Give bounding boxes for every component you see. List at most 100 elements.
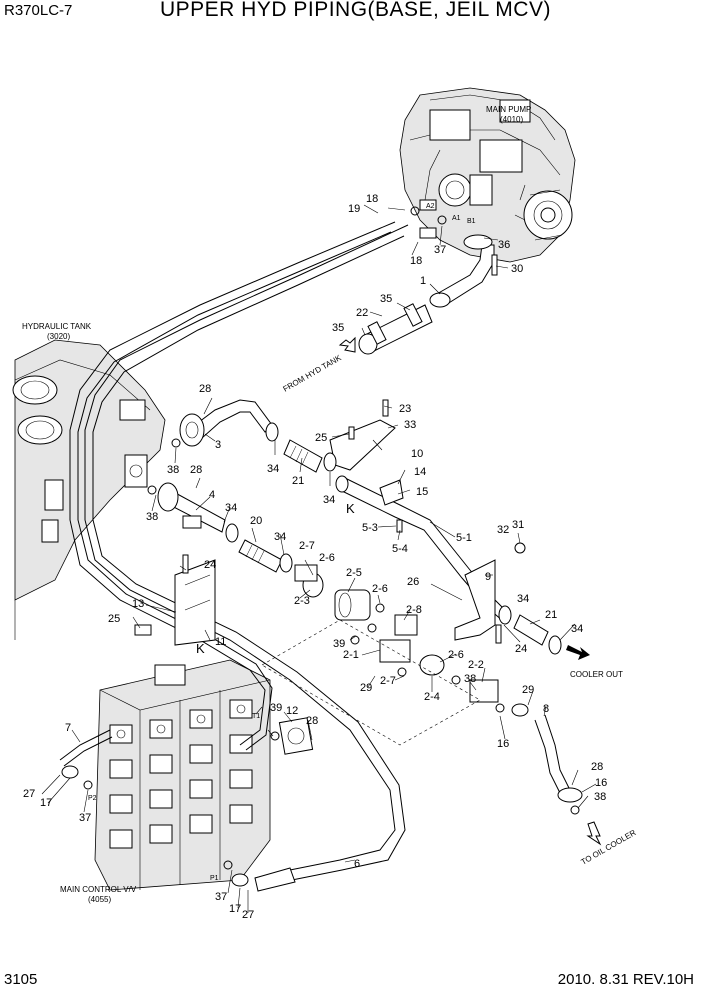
suction-hose-22 [358,303,433,355]
callout-number: 38 [464,673,476,685]
callout-number: 2-6 [372,583,388,595]
callout-number: 25 [108,613,120,625]
cooler-out-arrow [566,645,590,660]
callout-number: 2-7 [380,675,396,687]
callout-number: 8 [543,703,549,715]
connector-k-label: K [346,501,355,516]
callout-number: 16 [595,777,607,789]
callout-number: 4 [209,489,215,501]
callout-number: 28 [199,383,211,395]
port-p2-label: P2 [88,795,97,802]
hydraulic-tank-drawing [12,339,166,640]
callout-number: 37 [215,891,227,903]
callout-number: 5-1 [456,532,472,544]
callout-number: 17 [229,903,241,915]
main-pump-code: (4010) [500,115,523,124]
pipe-8 [534,714,583,803]
hydraulic-tank-label: HYDRAULIC TANK [22,322,92,331]
leader-lines [41,204,597,913]
pipe-4 [157,482,226,533]
callout-number: 35 [380,293,392,305]
callout-number: 19 [348,203,360,215]
callout-number: 34 [267,463,279,475]
callout-number: 38 [146,511,158,523]
callout-number: 6 [354,858,360,870]
page-title: UPPER HYD PIPING(BASE, JEIL MCV) [160,0,551,21]
from-hyd-tank-arrow [338,336,356,353]
callout-number: 26 [407,576,419,588]
valve-2-dashed-area [261,619,481,746]
hydraulic-tank-code: (3020) [47,332,70,341]
callout-number: 38 [594,791,606,803]
cooler-out-label: COOLER OUT [570,670,623,679]
callout-number: 2-5 [346,567,362,579]
callout-number: 17 [40,797,52,809]
main-pump-label: MAIN PUMP [486,105,531,114]
hose-segments [238,439,549,646]
callout-number: 39 [270,702,282,714]
callout-number: 28 [306,715,318,727]
callout-number: 34 [517,593,529,605]
valve-assembly-2 [294,564,499,703]
callout-number: 2-1 [343,649,359,661]
port-p1-label: P1 [210,875,219,882]
from-hyd-tank-label: FROM HYD TANK [282,353,344,394]
callout-number: 39 [333,638,345,650]
callout-number: 34 [225,502,237,514]
callout-number: 35 [332,322,344,334]
callout-number: 29 [360,682,372,694]
callout-number: 25 [315,432,327,444]
callout-number: 15 [416,486,428,498]
callout-number: 36 [498,239,510,251]
to-oil-cooler-arrow [586,821,602,846]
callout-number: 28 [190,464,202,476]
callout-number: 5-3 [362,522,378,534]
callout-number: 34 [571,623,583,635]
callout-number: 23 [399,403,411,415]
callout-number: 27 [242,909,254,921]
callout-number: 2-6 [319,552,335,564]
callout-number: 31 [512,519,524,531]
callout-number: 29 [522,684,534,696]
connector-k-label: K [196,641,205,656]
main-pump-drawing [399,87,576,263]
pump-regulator-block [429,109,471,141]
revision-date: 2010. 8.31 REV.10H [557,971,694,988]
callout-number: 16 [497,738,509,750]
pipe-3 [179,399,273,447]
callout-number: 34 [274,531,286,543]
callout-number: 2-6 [448,649,464,661]
callout-number: 11 [215,636,226,648]
flow-arrows [338,336,602,846]
callout-number: 38 [167,464,179,476]
callout-number: 7 [65,722,71,734]
callout-number: 1 [420,275,426,287]
port-t1-label: T1 [252,713,260,720]
callout-number: 20 [250,515,262,527]
callout-number: 14 [414,466,426,478]
main-control-valve-drawing [94,659,271,891]
page-number: 3105 [4,971,38,988]
port-a2-label: A2 [426,203,435,210]
port-a1-label: A1 [452,215,461,222]
callout-number: 21 [292,475,304,487]
callout-number: 33 [404,419,416,431]
callout-number: 12 [286,705,298,717]
callout-number: 18 [366,193,378,205]
fittings-orings [61,199,580,887]
suction-pipe-1 [429,234,495,308]
main-control-valve-label: MAIN CONTROL V/V [60,885,137,894]
callout-number: 27 [23,788,35,800]
model-label: R370LC-7 [4,2,73,19]
callout-number: 18 [410,255,422,267]
callout-number: 2-7 [299,540,315,552]
callout-number: 2-3 [294,595,310,607]
callout-number: 22 [356,307,368,319]
brackets [174,419,496,646]
callout-number: 5-4 [392,543,408,555]
callout-number: 32 [497,524,509,536]
callout-number: 28 [591,761,603,773]
callout-number: 3 [215,439,221,451]
callout-number: 37 [79,812,91,824]
